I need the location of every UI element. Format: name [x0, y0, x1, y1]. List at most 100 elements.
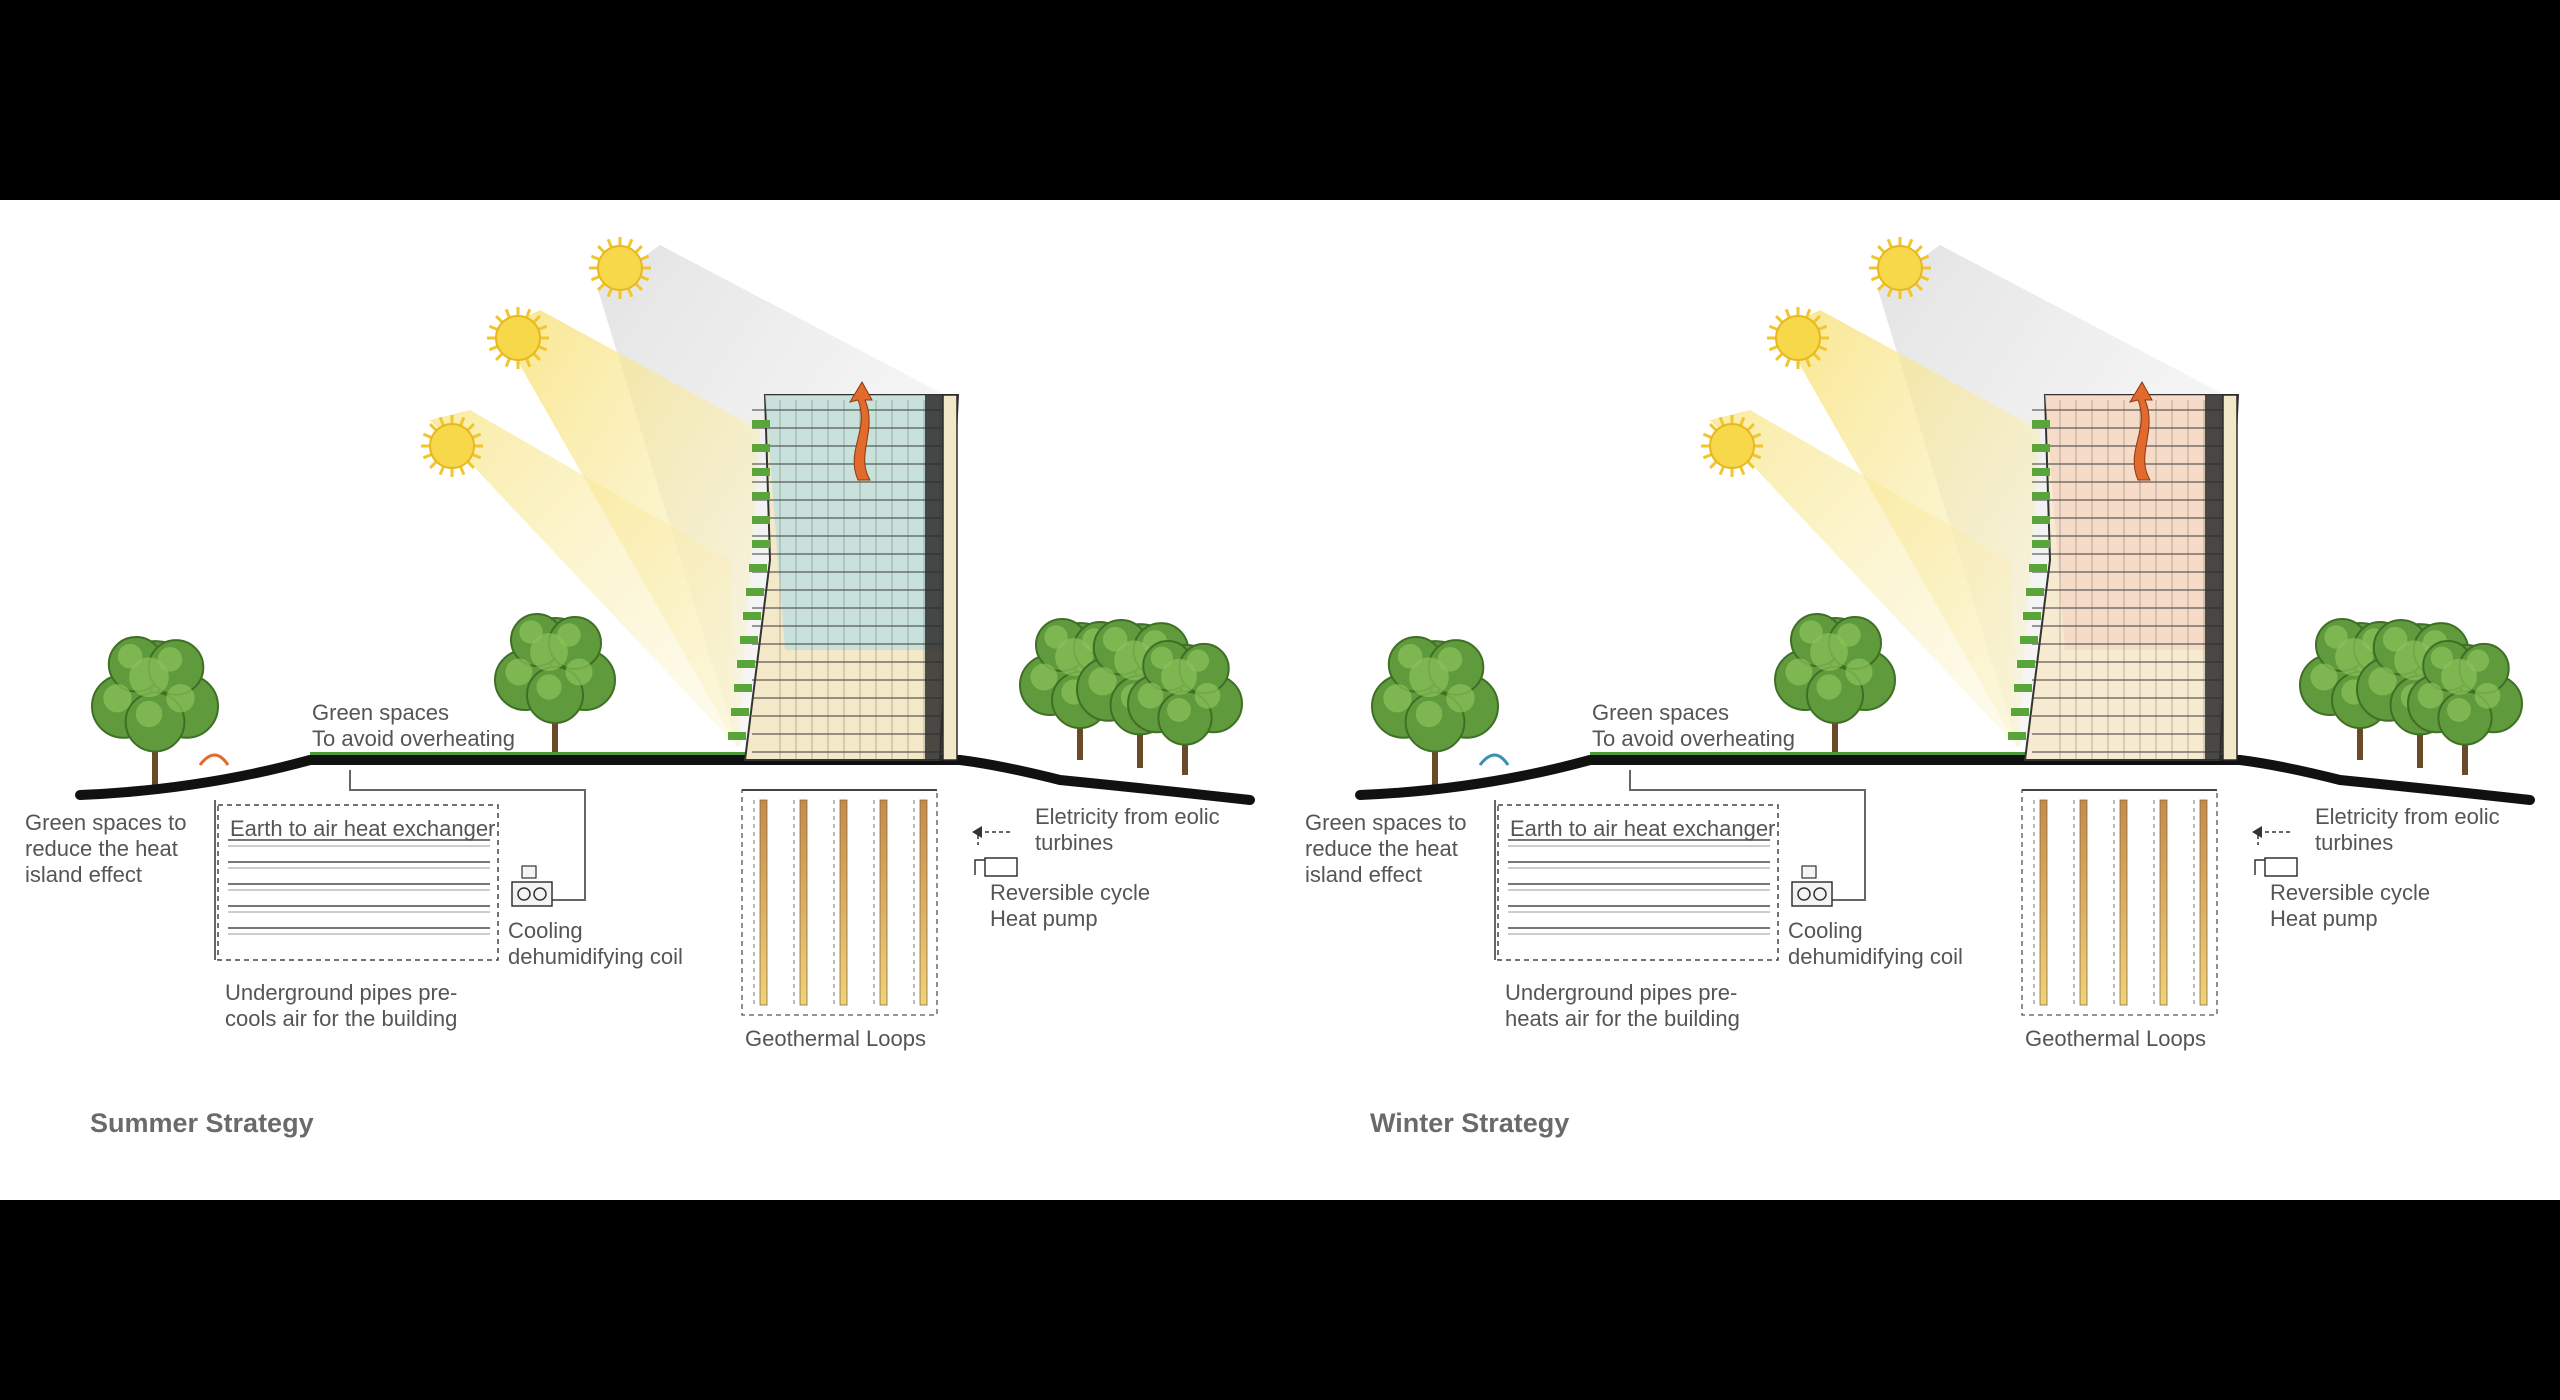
- label-pump-1: Reversible cycle: [2270, 880, 2430, 905]
- terrace-planter: [2026, 588, 2044, 596]
- label-geothermal: Geothermal Loops: [745, 1026, 926, 1051]
- terrace-planter: [728, 732, 746, 740]
- terrace-planter: [743, 612, 761, 620]
- terrace-planter: [737, 660, 755, 668]
- terrace-planter: [752, 516, 770, 524]
- tower-edge: [2222, 394, 2238, 761]
- label-pipes-1: Underground pipes pre-: [225, 980, 457, 1005]
- label-coil-2: dehumidifying coil: [508, 944, 683, 969]
- terrace-planter: [2023, 612, 2041, 620]
- tower-core: [2205, 395, 2223, 760]
- heat-pump-icon: [972, 826, 1018, 877]
- label-eolic-1: Eletricity from eolic: [1035, 804, 1220, 829]
- ground-line: [75, 755, 1255, 805]
- tower-tint: [2045, 395, 2225, 650]
- stack-effect-arrow: [848, 381, 873, 481]
- tree-icon: [91, 635, 219, 785]
- terrace-planter: [752, 492, 770, 500]
- sun-icon: [1767, 307, 1829, 369]
- label-earth-air: Earth to air heat exchanger: [230, 816, 495, 841]
- stack-effect-arrow: [2128, 381, 2153, 481]
- terrace-planter: [2008, 732, 2026, 740]
- terrace-planter: [2032, 540, 2050, 548]
- sun-icon: [589, 237, 651, 299]
- earth-to-air-pipes: [1494, 770, 1866, 961]
- label-eolic-2: turbines: [1035, 830, 1113, 855]
- tree-icon: [1371, 635, 1499, 785]
- terrace-planter: [752, 420, 770, 428]
- geothermal-loops: [741, 789, 938, 1016]
- label-coil-1: Cooling: [1788, 918, 1863, 943]
- terrace-planter: [752, 468, 770, 476]
- label-heat-island-2: reduce the heat: [25, 836, 178, 861]
- terrace-planter: [734, 684, 752, 692]
- label-heat-island-3: island effect: [1305, 862, 1422, 887]
- label-eolic-1: Eletricity from eolic: [2315, 804, 2500, 829]
- label-avoid-overheating: To avoid overheating: [1592, 726, 1795, 751]
- geothermal-loops: [2021, 789, 2218, 1016]
- tree-icon: [1127, 640, 1243, 775]
- terrace-planter: [2032, 492, 2050, 500]
- label-pump-2: Heat pump: [990, 906, 1098, 931]
- terrace-planter: [2011, 708, 2029, 716]
- tree-icon: [2407, 640, 2523, 775]
- label-geothermal: Geothermal Loops: [2025, 1026, 2206, 1051]
- label-coil-1: Cooling: [508, 918, 583, 943]
- sun-icon: [487, 307, 549, 369]
- label-heat-island-1: Green spaces to: [25, 810, 186, 835]
- label-avoid-overheating: To avoid overheating: [312, 726, 515, 751]
- terrace-planter: [740, 636, 758, 644]
- terrace-planter: [2014, 684, 2032, 692]
- ground-line: [1355, 755, 2535, 805]
- terrace-planter: [2017, 660, 2035, 668]
- label-heat-island-1: Green spaces to: [1305, 810, 1466, 835]
- tree-icon: [494, 613, 616, 755]
- heat-island-arrow: [198, 753, 230, 766]
- strategy-title: Summer Strategy: [90, 1108, 314, 1138]
- tree-icon: [1774, 613, 1896, 755]
- tower-edge: [942, 394, 958, 761]
- label-heat-island-3: island effect: [25, 862, 142, 887]
- terrace-planter: [2032, 468, 2050, 476]
- earth-to-air-pipes: [214, 770, 586, 961]
- terrace-planter: [2020, 636, 2038, 644]
- label-pump-1: Reversible cycle: [990, 880, 1150, 905]
- sun-beam-low: [1710, 410, 2018, 748]
- terrace-planter: [752, 540, 770, 548]
- heat-island-arrow: [1478, 753, 1510, 766]
- terrace-planter: [746, 588, 764, 596]
- heat-pump-icon: [2252, 826, 2298, 877]
- label-earth-air: Earth to air heat exchanger: [1510, 816, 1775, 841]
- label-green-spaces: Green spaces: [312, 700, 449, 725]
- strategy-title: Winter Strategy: [1370, 1108, 1569, 1138]
- sun-beam-low: [430, 410, 738, 748]
- label-green-spaces: Green spaces: [1592, 700, 1729, 725]
- tower-tint: [765, 395, 945, 650]
- label-pipes-2: heats air for the building: [1505, 1006, 1740, 1031]
- terrace-planter: [2032, 420, 2050, 428]
- sun-icon: [421, 415, 483, 477]
- label-pipes-1: Underground pipes pre-: [1505, 980, 1737, 1005]
- label-heat-island-2: reduce the heat: [1305, 836, 1458, 861]
- label-eolic-2: turbines: [2315, 830, 2393, 855]
- terrace-planter: [2032, 444, 2050, 452]
- terrace-planter: [2029, 564, 2047, 572]
- label-pipes-2: cools air for the building: [225, 1006, 457, 1031]
- sun-icon: [1869, 237, 1931, 299]
- label-coil-2: dehumidifying coil: [1788, 944, 1963, 969]
- terrace-planter: [731, 708, 749, 716]
- terrace-planter: [2032, 516, 2050, 524]
- label-pump-2: Heat pump: [2270, 906, 2378, 931]
- tower-building: [728, 381, 960, 761]
- tower-building: [2008, 381, 2240, 761]
- sun-icon: [1701, 415, 1763, 477]
- terrace-planter: [752, 444, 770, 452]
- terrace-planter: [749, 564, 767, 572]
- tower-core: [925, 395, 943, 760]
